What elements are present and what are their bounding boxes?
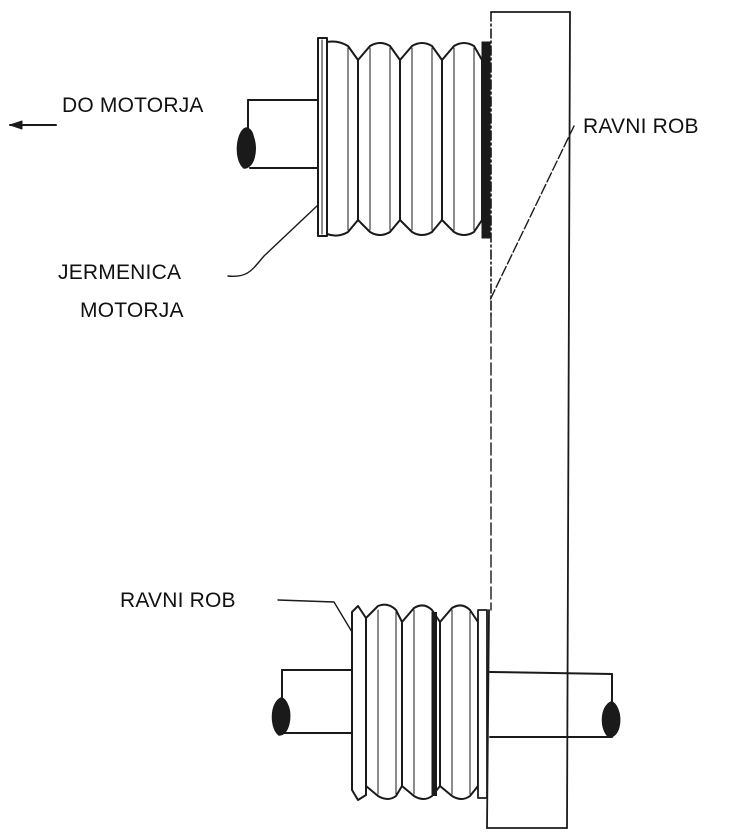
label-ravni-rob-top: RAVNI ROB (583, 115, 699, 138)
motor-pulley-top (317, 37, 491, 239)
leader-lines (227, 125, 575, 633)
leader-ravni-rob-top (489, 125, 575, 301)
label-ravni-rob-bottom: RAVNI ROB (120, 589, 236, 612)
arrow-to-motor (9, 120, 57, 130)
leader-jermenica (227, 204, 319, 277)
label-do-motorja: DO MOTORJA (62, 94, 204, 117)
motor-shaft-top (236, 99, 321, 169)
driven-shaft-bottom (271, 669, 621, 738)
straight-edge-board (486, 11, 571, 829)
leader-ravni-rob-bottom (277, 599, 353, 633)
label-motorja: MOTORJA (80, 299, 184, 322)
label-jermenica: JERMENICA (58, 261, 182, 284)
driven-pulley-bottom (351, 603, 488, 801)
